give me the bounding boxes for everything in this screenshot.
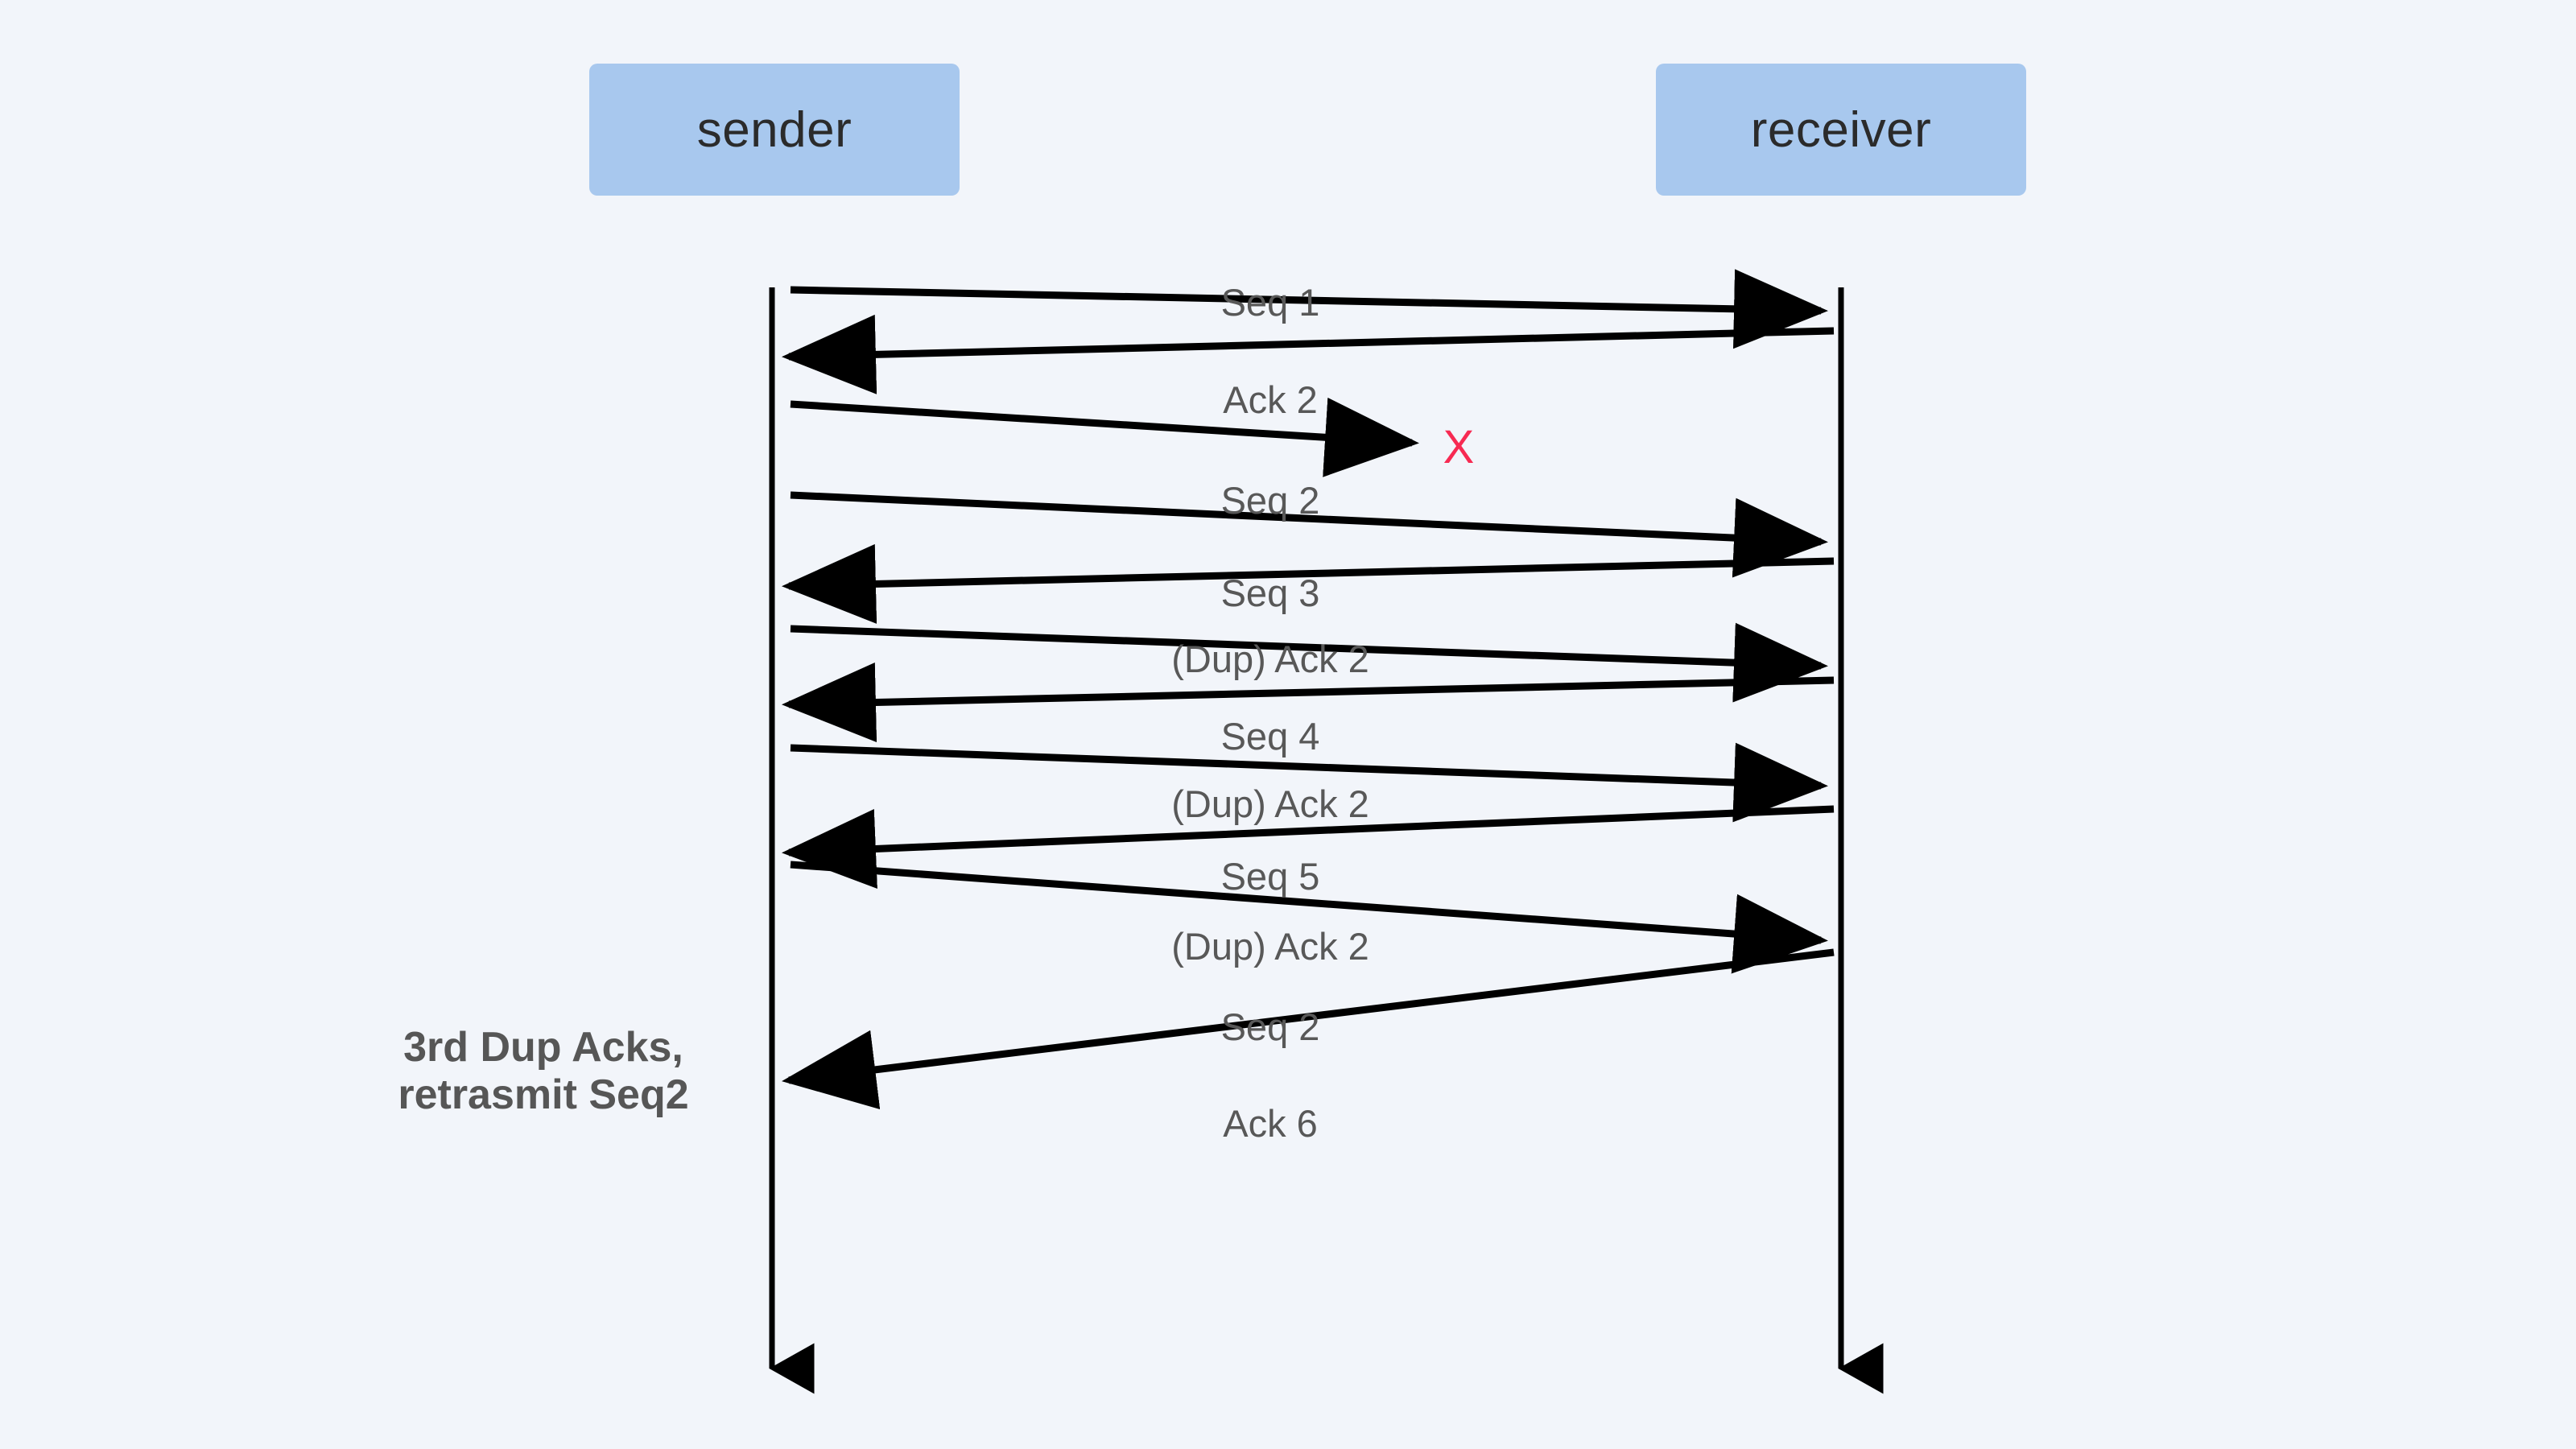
participant-label-receiver: receiver [1750,101,1932,158]
participant-box-sender[interactable]: sender [589,64,960,196]
packet-loss-x-icon: X [1443,421,1475,473]
message-arrow-seq-1 [790,269,1828,349]
message-label-seq-2-lost: Seq 2 [1220,479,1320,522]
message-label-seq-5: Seq 5 [1220,855,1320,898]
message-label-dup-ack-2-2: (Dup) Ack 2 [1171,782,1369,825]
message-arrow-seq-2-retransmit [790,861,1828,974]
annotation-line-2: retrasmit Seq2 [398,1071,689,1119]
message-arrow-seq-2-lost [790,397,1419,477]
message-arrow-dup-ack-2-1 [782,543,1835,624]
message-arrow-seq-4 [790,622,1828,703]
annotation-fast-retransmit: 3rd Dup Acks, retrasmit Seq2 [334,1024,753,1120]
message-arrows [782,269,1835,1110]
message-label-seq-4: Seq 4 [1220,715,1320,758]
message-arrow-ack-6 [782,948,1835,1110]
message-arrow-dup-ack-2-2 [782,663,1835,742]
message-label-dup-ack-2-3: (Dup) Ack 2 [1171,925,1369,968]
participant-label-sender: sender [696,101,852,158]
message-arrow-ack-2 [782,314,1835,394]
message-label-ack-2: Ack 2 [1223,378,1318,421]
message-label-seq-3: Seq 3 [1220,572,1320,614]
lifelines [769,287,1884,1394]
message-arrow-dup-ack-2-3 [782,805,1835,889]
message-label-ack-6: Ack 6 [1223,1102,1318,1145]
message-arrow-seq-5 [790,742,1828,823]
participant-box-receiver[interactable]: receiver [1656,64,2026,196]
message-label-seq-2-retransmit: Seq 2 [1220,1005,1320,1048]
message-arrow-seq-3 [790,491,1828,578]
message-label-dup-ack-2-1: (Dup) Ack 2 [1171,638,1369,680]
annotation-line-1: 3rd Dup Acks, [403,1024,683,1071]
message-label-seq-1: Seq 1 [1220,281,1320,324]
